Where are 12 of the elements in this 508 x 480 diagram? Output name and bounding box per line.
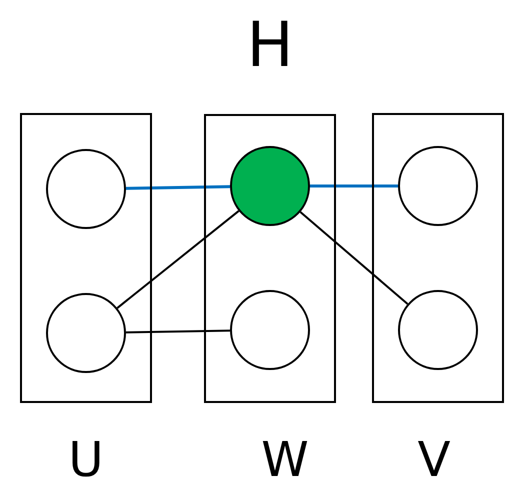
- group-box: [372, 113, 504, 403]
- connector-line: [126, 185, 230, 190]
- connector-line: [126, 330, 230, 334]
- connector-line: [116, 210, 240, 309]
- group-box: [204, 114, 336, 403]
- group-label: U: [68, 436, 104, 480]
- connector-line: [300, 211, 408, 305]
- group-box: [20, 113, 152, 403]
- connector-line: [310, 184, 398, 188]
- group-label: W: [261, 436, 309, 480]
- title: H: [246, 14, 294, 76]
- group-label: V: [418, 436, 450, 480]
